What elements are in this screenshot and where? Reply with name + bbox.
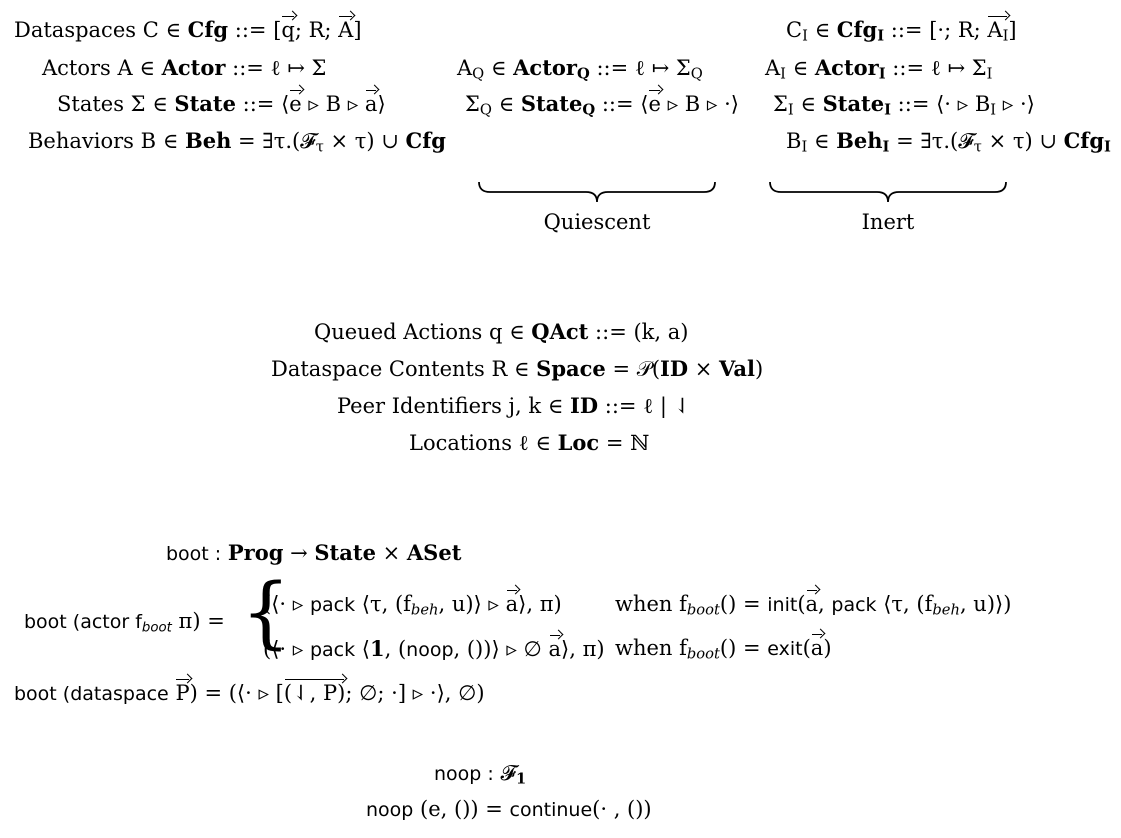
grammar-actor-i-row: AI ∈ ActorI ::= ℓ ↦ ΣI	[765, 55, 993, 83]
grammar-beh-i-row: BI ∈ BehI = ∃τ.(𝓕τ × τ) ∪ CfgI	[786, 128, 1111, 156]
grammar-actor-q-row: AQ ∈ ActorQ ::= ℓ ↦ ΣQ	[457, 55, 703, 83]
definition-dataspace-contents: Dataspace Contents R ∈ Space = 𝒫(ID × Va…	[271, 356, 764, 381]
boot-signature: boot : Prog → State × ASet	[166, 540, 462, 565]
definition-queued-actions: Queued Actions q ∈ QAct ::= (k, a)	[314, 319, 689, 344]
definition-label: Peer Identifiers	[337, 394, 502, 418]
grammar-label: Dataspaces	[14, 18, 137, 42]
inert-underbrace	[769, 181, 1007, 203]
grammar-state-q-row: ΣQ ∈ StateQ ::= ⟨e ▹ B ▹ ·⟩	[465, 90, 739, 119]
grammar-dataspaces-row: Dataspaces C ∈ Cfg ::= [q; R; A]	[14, 16, 362, 42]
definition-label: Queued Actions	[314, 320, 483, 344]
definition-locations: Locations ℓ ∈ Loc = ℕ	[409, 430, 650, 455]
cases-brace: {	[241, 568, 291, 658]
grammar-label: Behaviors	[28, 129, 134, 153]
definition-label: Dataspace Contents	[271, 357, 485, 381]
quiescent-label: Quiescent	[543, 210, 651, 234]
quiescent-underbrace	[478, 181, 716, 203]
boot-actor-cond-init: when fboot() = init(a, pack ⟨τ, (fbeh, u…	[615, 590, 1012, 619]
grammar-state-i-row: ΣI ∈ StateI ::= ⟨· ▹ BI ▹ ·⟩	[773, 91, 1035, 119]
boot-actor-cond-exit: when fboot() = exit(a)	[615, 634, 832, 663]
noop-definition: noop (e, ()) = continue(· , ())	[366, 797, 652, 821]
noop-signature: noop : 𝓕1	[434, 761, 527, 788]
boot-actor-case-init: (⟨· ▹ pack ⟨τ, (fbeh, u)⟩ ▹ a⟩, π)	[263, 590, 562, 619]
grammar-label: States	[57, 92, 124, 116]
grammar-behaviors-row: Behaviors B ∈ Beh = ∃τ.(𝓕τ × τ) ∪ Cfg	[28, 128, 446, 156]
boot-actor-case-exit: (⟨· ▹ pack ⟨1, (noop, ())⟩ ▹ ∅ a⟩, π)	[263, 635, 605, 661]
definition-label: Locations	[409, 431, 512, 455]
grammar-states-row: States Σ ∈ State ::= ⟨e ▹ B ▹ a⟩	[57, 90, 386, 116]
grammar-actors-row: Actors A ∈ Actor ::= ℓ ↦ Σ	[42, 55, 327, 80]
boot-actor-lhs: boot (actor fboot π) =	[24, 609, 225, 636]
definition-peer-identifiers: Peer Identifiers j, k ∈ ID ::= ℓ | ⇃	[337, 393, 692, 418]
inert-label: Inert	[861, 210, 915, 234]
boot-signature-name: boot :	[166, 543, 222, 565]
grammar-cfg-i-row: CI ∈ CfgI ::= [·; R; AI]	[786, 15, 1017, 45]
grammar-label: Actors	[42, 56, 111, 80]
boot-dataspace-row: boot (dataspace P) = (⟨· ▹ [(⇃, P); ∅; ·…	[14, 679, 485, 705]
